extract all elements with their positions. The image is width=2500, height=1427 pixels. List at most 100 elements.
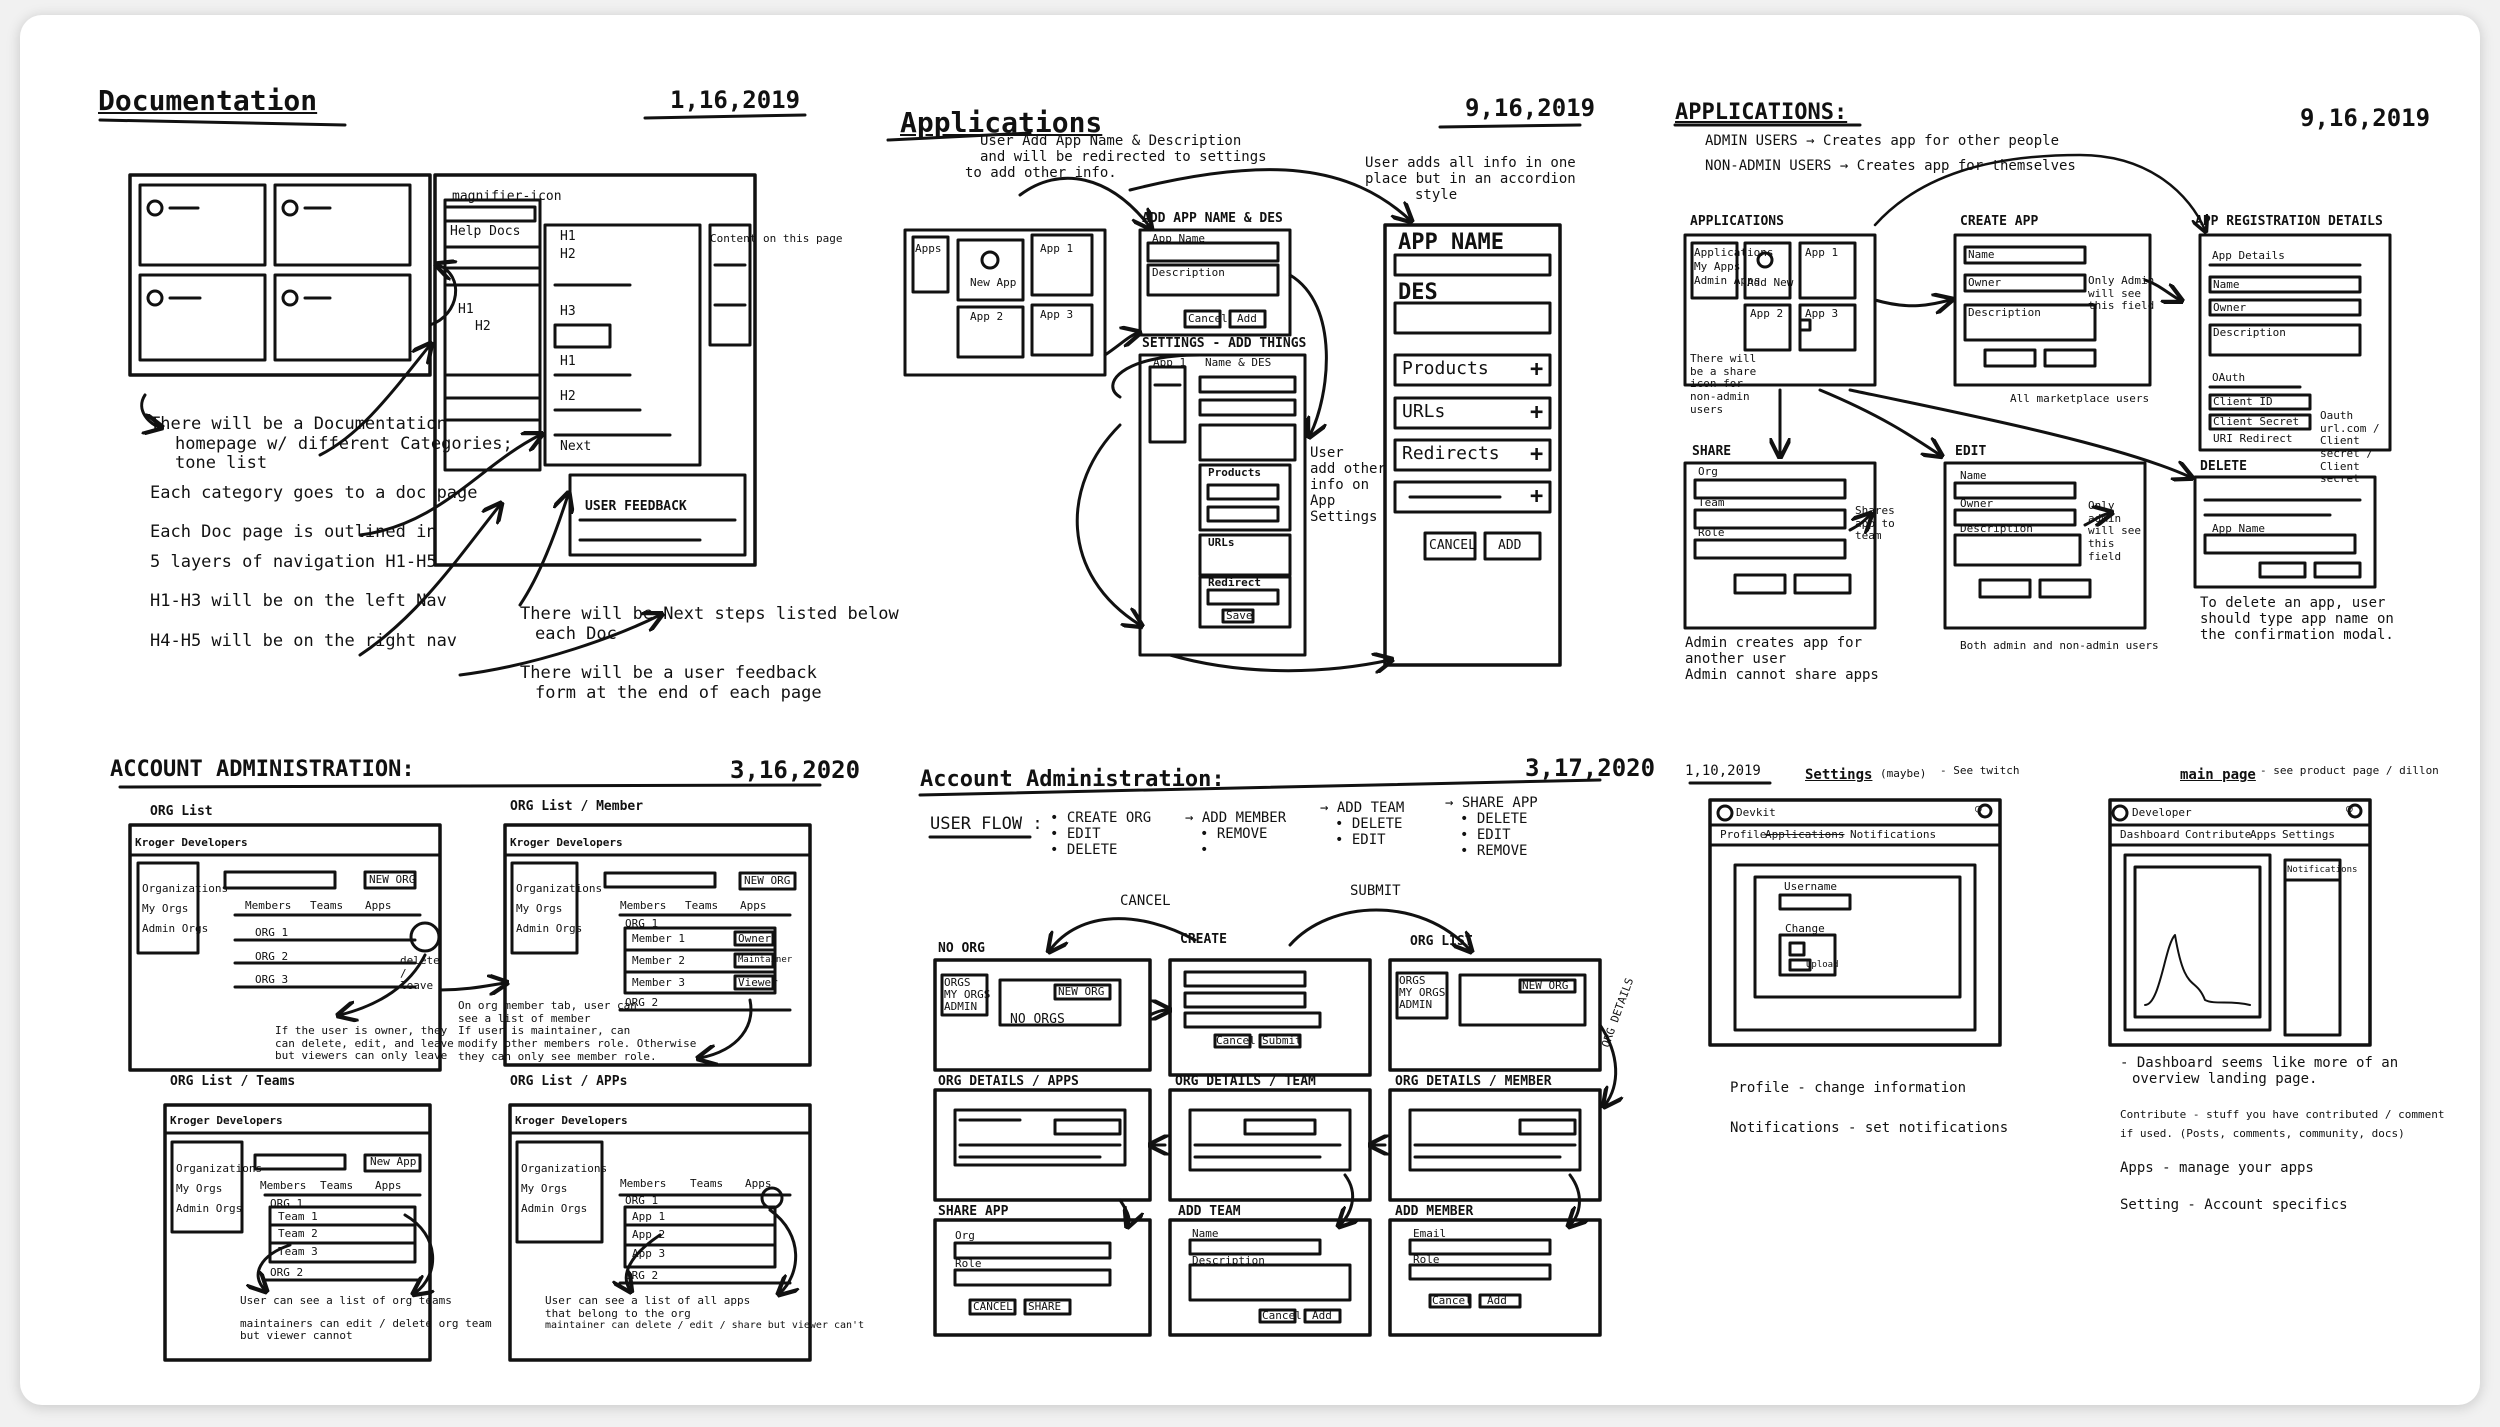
change-avatar-button[interactable]: Change [1785, 922, 1825, 935]
side-organizations[interactable]: Organizations [142, 882, 229, 895]
tab-teams[interactable]: Teams [310, 899, 344, 912]
nav-profile[interactable]: Profile [1720, 828, 1767, 841]
add-new-tile[interactable]: Add New [1747, 276, 1794, 289]
plus-icon[interactable]: + [1530, 484, 1544, 509]
share-share-button[interactable]: SHARE [1028, 1300, 1062, 1313]
app-row[interactable]: App 3 [632, 1247, 666, 1260]
app3-tile[interactable]: App 3 [1040, 308, 1074, 321]
side-organizations[interactable]: Organizations [521, 1162, 608, 1175]
app1-tile[interactable]: App 1 [1040, 242, 1074, 255]
nav-apps[interactable]: Apps [2250, 828, 2277, 841]
accordion-redirects[interactable]: Redirects [1402, 443, 1500, 464]
user-icon[interactable]: ○ [1975, 802, 1982, 815]
org-row[interactable]: ORG 2 [625, 996, 659, 1009]
new-org-button[interactable]: NEW ORG [369, 873, 416, 886]
side-my-orgs[interactable]: MY ORGS [944, 988, 991, 1001]
add-button[interactable]: Add [1237, 312, 1257, 325]
app2-tile[interactable]: App 2 [970, 310, 1004, 323]
accordion-urls[interactable]: URLs [1402, 401, 1446, 422]
member-cancel-button[interactable]: Cancel [1432, 1294, 1472, 1307]
doc-nav-h2[interactable]: H2 [475, 319, 491, 334]
accordion-products[interactable]: Products [1402, 358, 1489, 379]
tab-members[interactable]: Members [245, 899, 292, 912]
tab-apps[interactable]: Apps [740, 899, 767, 912]
side-admin-orgs[interactable]: Admin Orgs [516, 922, 583, 935]
tab-apps[interactable]: Apps [745, 1177, 772, 1190]
member-row[interactable]: Member 1 [632, 932, 685, 945]
member-row[interactable]: Member 2 [632, 954, 685, 967]
doc-next-link[interactable]: Next [560, 439, 592, 454]
org-row[interactable]: ORG 1 [270, 1197, 304, 1210]
plus-icon[interactable]: + [1530, 400, 1544, 425]
side-admin[interactable]: ADMIN [1399, 998, 1433, 1011]
new-app-button[interactable]: New App [370, 1155, 417, 1168]
tab-teams[interactable]: Teams [685, 899, 719, 912]
doc-nav-h1[interactable]: H1 [458, 302, 474, 317]
member-add-button[interactable]: Add [1487, 1294, 1507, 1307]
side-my-orgs[interactable]: My Orgs [142, 902, 189, 915]
nav-settings[interactable]: Settings [2282, 828, 2335, 841]
team-row[interactable]: Team 1 [278, 1210, 318, 1223]
app-row[interactable]: App 1 [632, 1210, 666, 1223]
owner-field[interactable]: Owner [1968, 276, 2002, 289]
side-orgs[interactable]: ORGS [1399, 974, 1426, 987]
tab-members[interactable]: Members [620, 899, 667, 912]
plus-icon[interactable]: + [1530, 442, 1544, 467]
user-icon[interactable]: ○ [2346, 802, 2353, 815]
nav-contribute[interactable]: Contribute [2185, 828, 2252, 841]
description-field[interactable]: Description [1968, 306, 2041, 319]
main-logo[interactable]: Developer [2132, 806, 2192, 819]
side-admin-orgs[interactable]: Admin Orgs [521, 1202, 588, 1215]
side-organizations[interactable]: Organizations [176, 1162, 263, 1175]
team-cancel-button[interactable]: Cancel [1262, 1309, 1302, 1322]
tab-teams[interactable]: Teams [690, 1177, 724, 1190]
side-admin-orgs[interactable]: Admin Orgs [176, 1202, 243, 1215]
side-item[interactable]: My Apps [1694, 260, 1741, 273]
member-row[interactable]: Member 3 [632, 976, 685, 989]
nav-dashboard[interactable]: Dashboard [2120, 828, 2180, 841]
new-org-button[interactable]: NEW ORG [1522, 979, 1569, 992]
settings-save-button[interactable]: Save [1226, 609, 1253, 622]
side-admin-orgs[interactable]: Admin Orgs [142, 922, 209, 935]
side-my-orgs[interactable]: My Orgs [516, 902, 563, 915]
side-organizations[interactable]: Organizations [516, 882, 603, 895]
create-submit-button[interactable]: Submit [1262, 1034, 1302, 1047]
upload-button[interactable]: Upload [1806, 960, 1839, 970]
doc-search-icon[interactable]: magnifier-icon [452, 189, 562, 204]
team-row[interactable]: Team 2 [278, 1227, 318, 1240]
tab-teams[interactable]: Teams [320, 1179, 354, 1192]
side-my-orgs[interactable]: My Orgs [176, 1182, 223, 1195]
side-orgs[interactable]: ORGS [944, 976, 971, 989]
org-row[interactable]: ORG 3 [255, 973, 289, 986]
accordion-add-button[interactable]: ADD [1498, 538, 1522, 553]
nav-applications[interactable]: Applications [1765, 828, 1845, 841]
org-row[interactable]: ORG 2 [270, 1266, 304, 1279]
plus-icon[interactable]: + [1530, 357, 1544, 382]
new-org-button[interactable]: NEW ORG [1058, 985, 1105, 998]
app2-tile[interactable]: App 2 [1750, 307, 1784, 320]
org-row[interactable]: ORG 1 [625, 917, 659, 930]
tab-apps[interactable]: Apps [375, 1179, 402, 1192]
name-field[interactable]: Name [1968, 248, 1995, 261]
role-dropdown[interactable]: Maintainer [738, 955, 793, 965]
delete-leave-menu[interactable]: delete / leave [400, 954, 440, 993]
create-cancel-button[interactable]: Cancel [1216, 1034, 1256, 1047]
org-row[interactable]: ORG 2 [255, 950, 289, 963]
org-row[interactable]: ORG 1 [625, 1194, 659, 1207]
role-dropdown[interactable]: Owner [738, 932, 772, 945]
team-row[interactable]: Team 3 [278, 1245, 318, 1258]
settings-logo[interactable]: Devkit [1736, 806, 1776, 819]
apps-label[interactable]: Apps [915, 242, 942, 255]
accordion-cancel-button[interactable]: CANCEL [1429, 538, 1476, 553]
share-cancel-button[interactable]: CANCEL [973, 1300, 1013, 1313]
side-my-orgs[interactable]: My Orgs [521, 1182, 568, 1195]
settings-app1[interactable]: App 1 [1153, 356, 1187, 369]
side-item[interactable]: Admin Apps [1694, 274, 1761, 287]
team-add-button[interactable]: Add [1312, 1309, 1332, 1322]
role-dropdown[interactable]: Viewer [738, 976, 778, 989]
tab-members[interactable]: Members [620, 1177, 667, 1190]
cancel-button[interactable]: Cancel [1188, 312, 1228, 325]
app3-tile[interactable]: App 3 [1805, 307, 1839, 320]
nav-notifications[interactable]: Notifications [1850, 828, 1937, 841]
app-row[interactable]: App 2 [632, 1228, 666, 1241]
